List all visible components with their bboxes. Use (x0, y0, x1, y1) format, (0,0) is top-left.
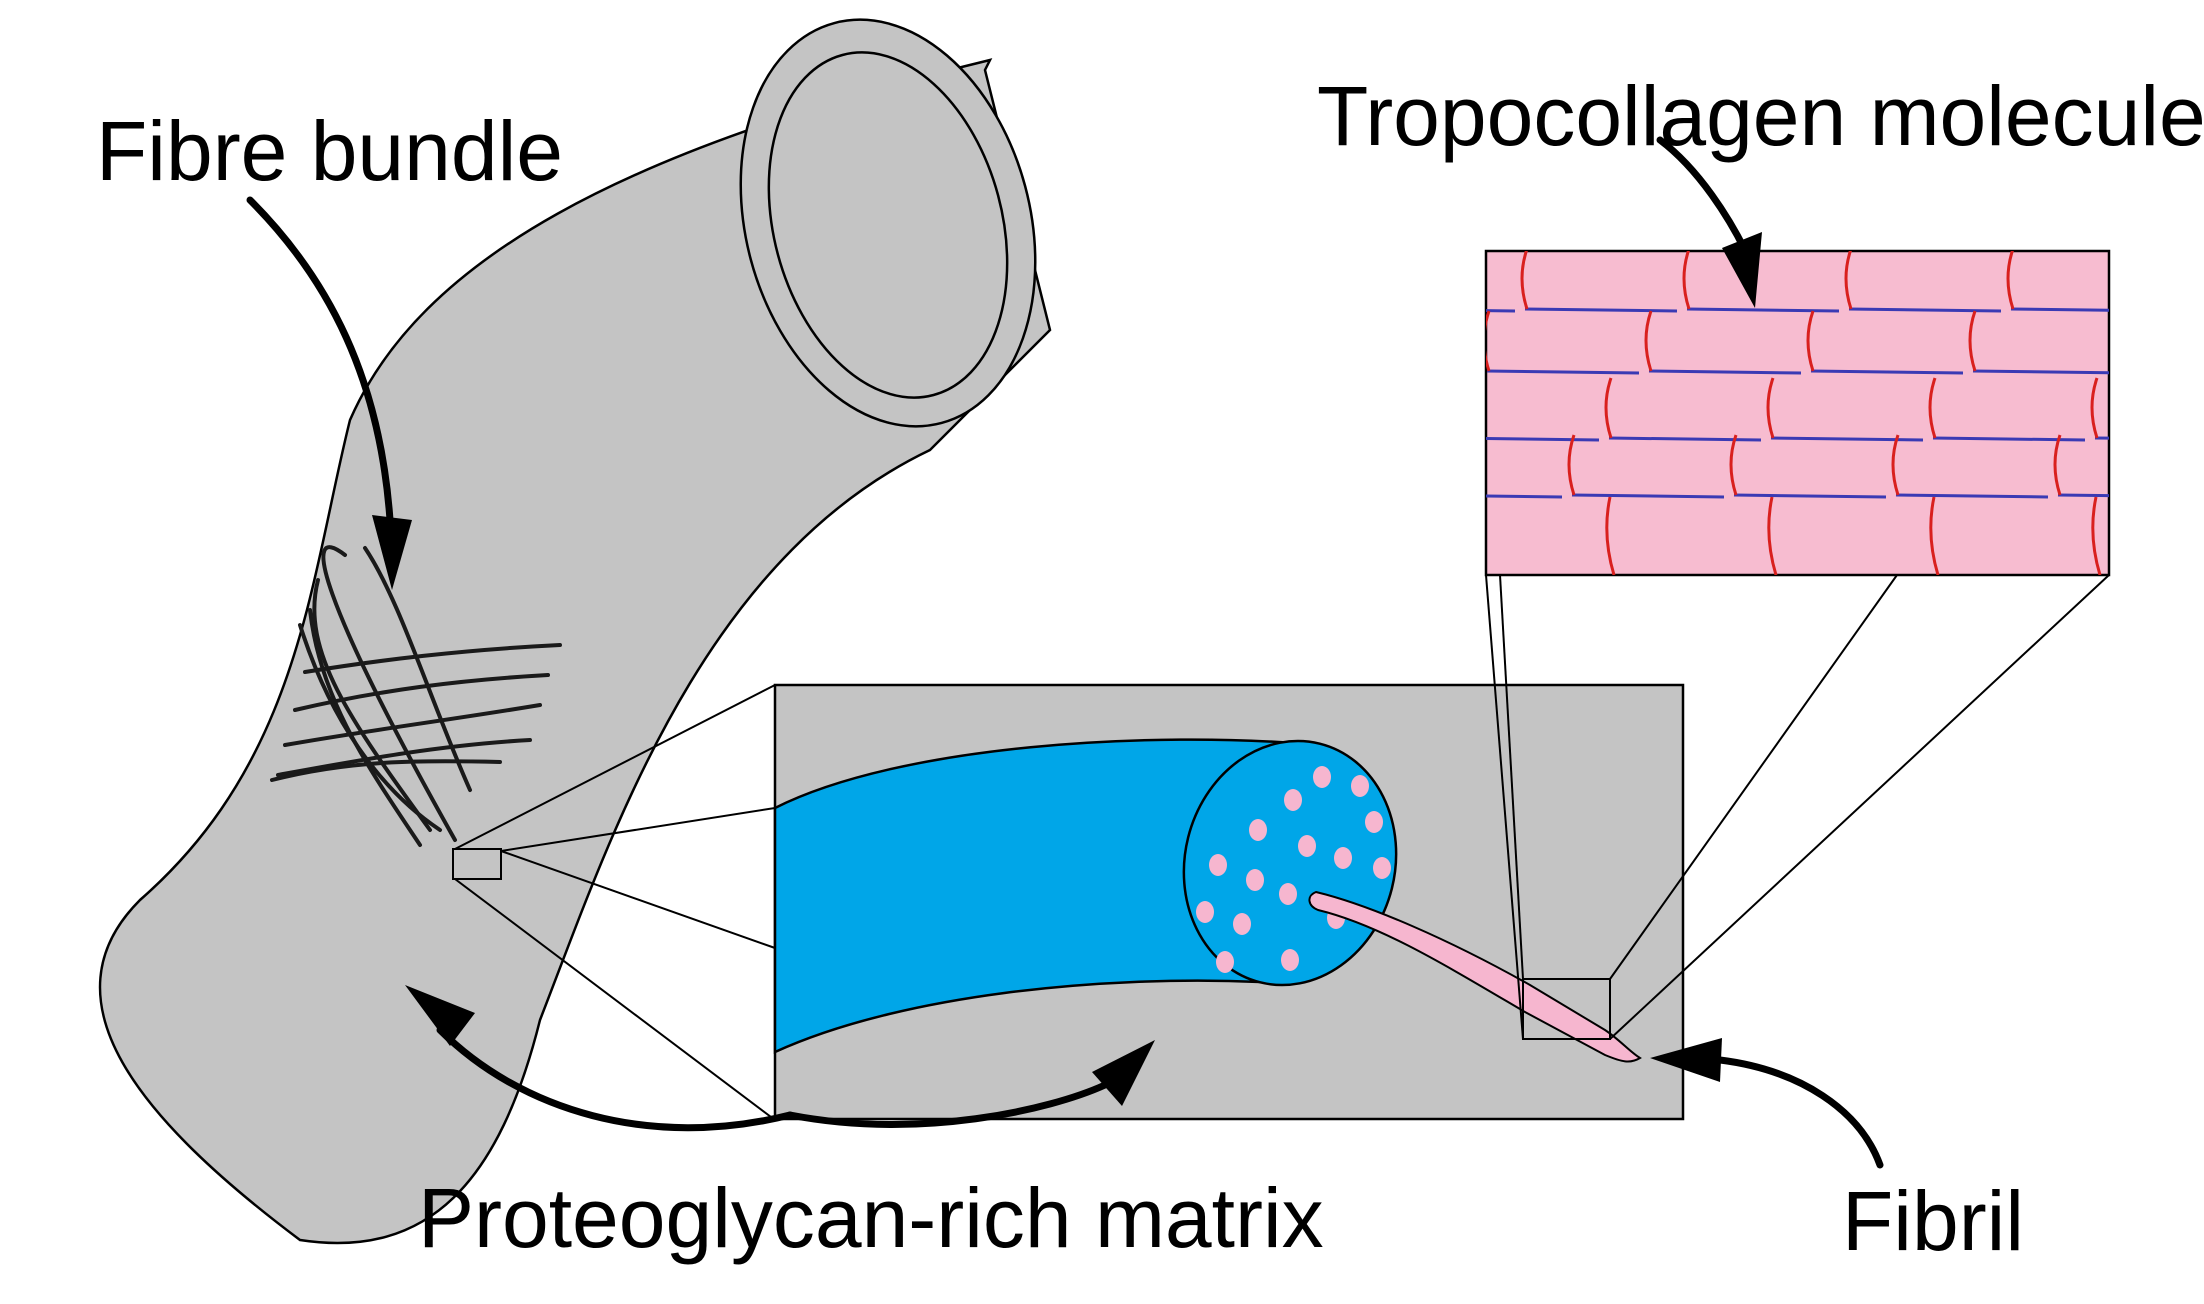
tendon-end-inner (767, 51, 1009, 399)
crosslink-line (1928, 377, 1937, 439)
crosslink-line (2090, 377, 2099, 439)
crosslink-line (1644, 310, 1653, 372)
tropocollagen-molecule-line (1285, 438, 1437, 440)
crosslink-line (1322, 311, 1327, 371)
crosslink-line (1283, 497, 1290, 575)
crosslink-line (1486, 310, 1491, 372)
matrix-arrow-right (786, 1081, 1109, 1128)
tropocollagen-molecule-line (2135, 371, 2204, 373)
tropocollagen-molecule-line (1733, 493, 1887, 499)
fibre-bundle-arrow (246, 196, 394, 524)
matrix-arrow-left (436, 1026, 794, 1132)
crosslink-line (2132, 311, 2137, 371)
crosslink-line (1682, 251, 1691, 310)
tropocollagen-pattern (1245, 249, 2204, 575)
tropocollagen-molecule-line (1810, 369, 1964, 375)
crosslink-line (1729, 434, 1738, 496)
tropocollagen-arrow (1656, 136, 1749, 254)
tropocollagen-molecule-line (1648, 369, 1802, 375)
label-fibre-bundle: Fibre bundle (96, 104, 563, 198)
matrix-panel (773, 683, 1685, 1121)
zoom-lines-left (454, 684, 776, 1121)
tropocollagen-molecule-line (2010, 307, 2109, 312)
crosslink-line (1605, 496, 1616, 575)
fibril-arrow (1716, 1056, 1884, 1169)
label-tropocollagen-molecule: Tropocollagen molecule (1317, 69, 2204, 163)
tropocollagen-molecule-line (1571, 493, 1725, 499)
fibril-cross-sections (1196, 766, 1391, 973)
tropocollagen-panel (1245, 249, 2204, 577)
tropocollagen-molecule-line (1248, 495, 1400, 497)
crosslink-line (2053, 434, 2062, 496)
crosslink-line (2091, 496, 2102, 575)
crosslink-line (1968, 310, 1977, 372)
crosslink-line (1282, 378, 1287, 438)
tropocollagen-molecule-line (1524, 307, 1678, 313)
tropocollagen-molecule-line (1686, 307, 1840, 313)
arrows (246, 136, 1884, 1169)
crosslink-line (1520, 251, 1529, 310)
crosslink-line (1245, 435, 1250, 495)
zoom-lines-right (1485, 574, 2110, 1040)
fibril-zoom-box (1522, 978, 1611, 1040)
crosslink-line (1360, 249, 1365, 309)
fibril (1308, 890, 1642, 1063)
label-fibril: Fibril (1842, 1174, 2024, 1268)
tropocollagen-molecule-line (1486, 369, 1640, 375)
tropocollagen-molecule-line (1972, 369, 2109, 375)
tropocollagen-molecule-line (1932, 436, 2086, 442)
tropocollagen-molecule-line (1895, 493, 2049, 499)
tendon (98, 18, 1052, 1245)
tropocollagen-molecule-line (1486, 494, 1563, 499)
tropocollagen-molecule-line (1848, 307, 2002, 313)
tropocollagen-molecule-line (1608, 436, 1762, 442)
crosslink-line (1844, 251, 1853, 310)
tropocollagen-molecule-line (1486, 309, 1516, 313)
crosslink-line (1767, 496, 1778, 575)
crosslink-line (1604, 377, 1613, 439)
crosslink-line (1766, 377, 1775, 439)
tropocollagen-molecule-line (1486, 437, 1600, 442)
tropocollagen-panel-bg (1484, 249, 2111, 577)
label-proteoglycan-rich-matrix: Proteoglycan-rich matrix (418, 1171, 1324, 1265)
crosslink-line (1806, 310, 1815, 372)
crosslink-line (1891, 434, 1900, 496)
crosslink-line (2006, 251, 2015, 310)
tropocollagen-molecule-line (2057, 493, 2109, 498)
crosslink-line (1444, 378, 1449, 438)
crosslink-line (2170, 249, 2175, 309)
crosslink-line (1445, 497, 1452, 575)
crosslink-line (1407, 435, 1412, 495)
tropocollagen-molecule-line (2173, 309, 2204, 311)
tropocollagen-molecule-line (1770, 436, 1924, 442)
fibre-bundle-lines (270, 545, 562, 847)
crosslink-line (1567, 434, 1576, 496)
tendon-zoom-box (452, 848, 502, 880)
crosslink-line (1929, 496, 1940, 575)
tropocollagen-molecule-line (1325, 371, 1477, 373)
tropocollagen-molecule-line (2094, 436, 2109, 440)
